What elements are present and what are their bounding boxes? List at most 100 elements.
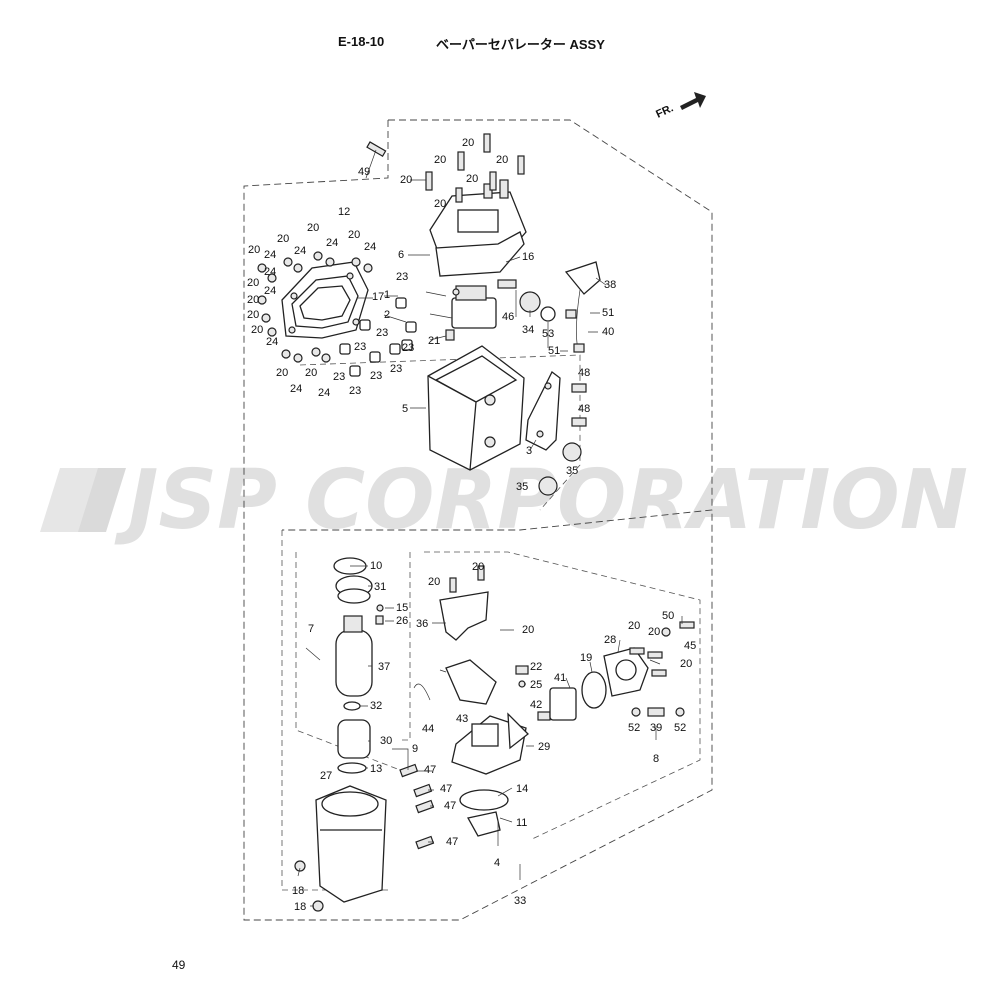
part-label: 50 xyxy=(662,610,674,622)
part-label: 23 xyxy=(376,327,388,339)
part-label: 11 xyxy=(516,817,527,829)
part-label: 51 xyxy=(602,307,614,319)
part-label: 20 xyxy=(628,620,640,632)
part-label: 24 xyxy=(264,249,276,261)
part-label: 35 xyxy=(566,465,578,477)
sensor-and-clips xyxy=(425,285,497,341)
part-label: 20 xyxy=(248,244,260,256)
diagram-title: ベーパーセパレーター ASSY xyxy=(436,37,605,52)
part-label: 23 xyxy=(370,370,382,382)
part-label: 34 xyxy=(522,324,534,336)
arrow-icon xyxy=(680,92,706,110)
part-label: 3 xyxy=(526,445,532,457)
part-label: 5 xyxy=(402,403,408,415)
bracket-36 xyxy=(439,565,489,641)
part-label: 24 xyxy=(326,237,338,249)
part-label: 39 xyxy=(650,722,662,734)
part-label: 20 xyxy=(434,154,446,166)
part-label: 45 xyxy=(684,640,696,652)
front-label: FR. xyxy=(654,102,675,120)
part-label: 47 xyxy=(440,783,452,795)
bolts-47 xyxy=(399,763,435,850)
part-label: 18 xyxy=(294,901,306,913)
watermark-text: JSP CORPORATION xyxy=(114,453,968,548)
part-label: 23 xyxy=(390,363,402,375)
part-label: 33 xyxy=(514,895,526,907)
part-label: 46 xyxy=(502,311,514,323)
part-label: 23 xyxy=(354,341,366,353)
assembly-boundaries xyxy=(243,119,713,921)
part-label: 23 xyxy=(402,342,414,354)
part-label: 48 xyxy=(578,403,590,415)
part-label: 20 xyxy=(496,154,508,166)
part-label: 20 xyxy=(462,137,474,149)
part-label: 20 xyxy=(247,277,259,289)
part-label: 10 xyxy=(370,560,382,572)
part-label: 14 xyxy=(516,783,528,795)
part-label: 17 xyxy=(372,291,384,303)
part-label: 52 xyxy=(628,722,640,734)
part-label: 24 xyxy=(318,387,330,399)
part-label: 20 xyxy=(428,576,440,588)
part-label: 24 xyxy=(264,266,276,278)
part-label: 6 xyxy=(398,249,404,261)
front-direction-marker: FR. xyxy=(654,92,706,121)
diagram-code: E-18-10 xyxy=(338,34,385,49)
part-label: 23 xyxy=(349,385,361,397)
part-label: 18 xyxy=(292,885,304,897)
part-label: 13 xyxy=(370,763,382,775)
part-label: 23 xyxy=(396,271,408,283)
part-label: 20 xyxy=(434,198,446,210)
part-label: 20 xyxy=(466,173,478,185)
part-label: 41 xyxy=(554,672,566,684)
fuel-filter-and-housing xyxy=(515,621,695,721)
part-label: 27 xyxy=(320,770,332,782)
watermark: JSP CORPORATION xyxy=(40,453,968,548)
part-label: 20 xyxy=(247,294,259,306)
part-label: 23 xyxy=(333,371,345,383)
part-label: 20 xyxy=(251,324,263,336)
part-label: 36 xyxy=(416,618,428,630)
part-label: 15 xyxy=(396,602,408,614)
part-label: 20 xyxy=(307,222,319,234)
part-label: 9 xyxy=(412,743,418,755)
part-label: 21 xyxy=(428,335,440,347)
part-label: 2 xyxy=(384,309,390,321)
part-label: 47 xyxy=(424,764,436,776)
part-label: 12 xyxy=(338,206,350,218)
part-label: 47 xyxy=(446,836,458,848)
collars-23 xyxy=(339,297,417,377)
part-label: 29 xyxy=(538,741,550,753)
part-label: 20 xyxy=(276,367,288,379)
part-label: 4 xyxy=(494,857,500,869)
fuel-cooler-assembly xyxy=(413,659,529,837)
part-label: 20 xyxy=(680,658,692,670)
part-label: 52 xyxy=(674,722,686,734)
leader-lines xyxy=(297,149,683,907)
part-label: 32 xyxy=(370,700,382,712)
part-label: 24 xyxy=(264,285,276,297)
part-label: 16 xyxy=(522,251,534,263)
part-label: 26 xyxy=(396,615,408,627)
fuel-pump-assembly xyxy=(305,557,384,774)
watermark-logo-icon xyxy=(40,468,126,532)
part-label: 28 xyxy=(604,634,616,646)
gears-and-bracket xyxy=(497,261,601,353)
page-number: 49 xyxy=(172,958,186,972)
float-chamber-body xyxy=(427,345,525,471)
part-label: 48 xyxy=(578,367,590,379)
part-label: 20 xyxy=(247,309,259,321)
part-label: 47 xyxy=(444,800,456,812)
bolts-left xyxy=(257,251,373,363)
part-label: 20 xyxy=(305,367,317,379)
part-label: 24 xyxy=(294,245,306,257)
part-label: 43 xyxy=(456,713,468,725)
part-label: 24 xyxy=(266,336,278,348)
part-label: 22 xyxy=(530,661,542,673)
part-label: 35 xyxy=(516,481,528,493)
part-label: 19 xyxy=(580,652,592,664)
part-label: 20 xyxy=(277,233,289,245)
part-label: 20 xyxy=(522,624,534,636)
part-label: 24 xyxy=(290,383,302,395)
part-label: 7 xyxy=(308,623,314,635)
